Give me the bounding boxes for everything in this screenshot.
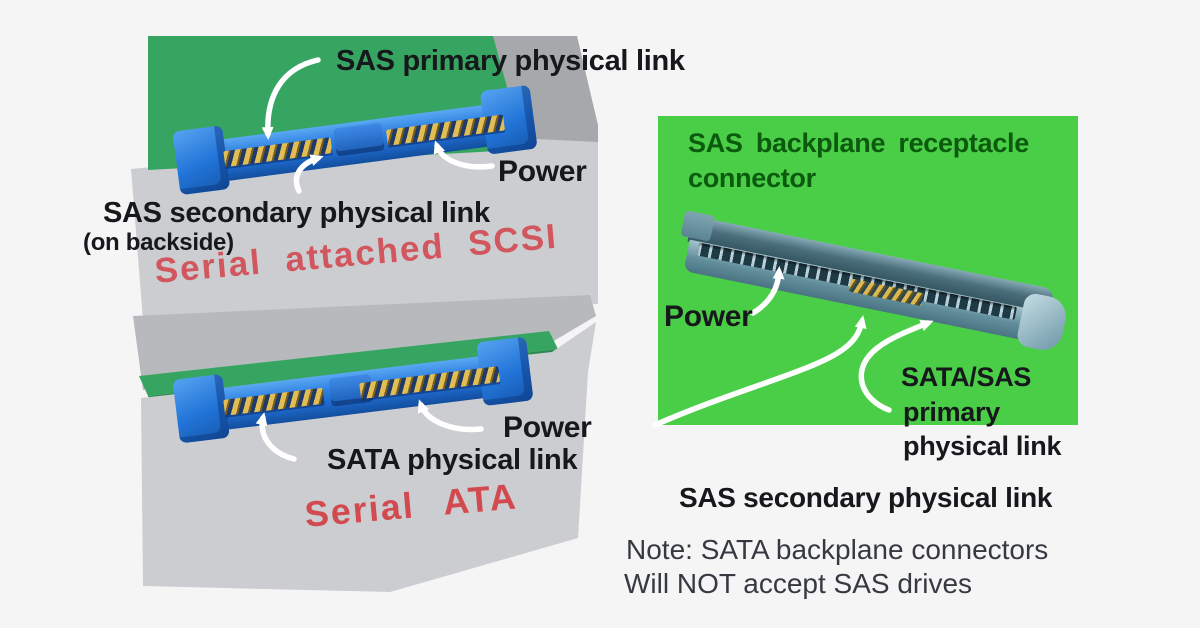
label-panel-power: Power	[664, 300, 753, 333]
sata-plug-left-ear	[172, 373, 230, 444]
label-sata-physical-link: SATA physical link	[327, 444, 578, 476]
label-sas-secondary-below: SAS secondary physical link	[679, 482, 1053, 513]
label-sas-primary: SAS primary physical link	[336, 45, 685, 77]
label-on-backside: (on backside)	[83, 229, 234, 256]
label-panel-title-line1: SAS backplane receptacle	[688, 128, 1029, 158]
receptacle-left-step	[680, 210, 716, 242]
label-sata-sas-line1: SATA/SAS	[901, 362, 1032, 392]
label-sata-sas-line3: physical link	[903, 431, 1062, 461]
sas-plug-left-ear	[172, 125, 231, 196]
label-note-line1: Note: SATA backplane connectors	[626, 534, 1049, 565]
sata-pcb-strip	[139, 331, 558, 396]
label-note-line2: Will NOT accept SAS drives	[624, 568, 973, 599]
label-power-top: Power	[498, 155, 587, 188]
sas-drive-body	[131, 133, 598, 320]
label-sata-sas-line2: primary	[903, 397, 1000, 427]
label-panel-title-line2: connector	[688, 163, 816, 193]
label-sas-secondary: SAS secondary physical link	[103, 197, 490, 229]
label-power-bottom: Power	[503, 411, 592, 444]
